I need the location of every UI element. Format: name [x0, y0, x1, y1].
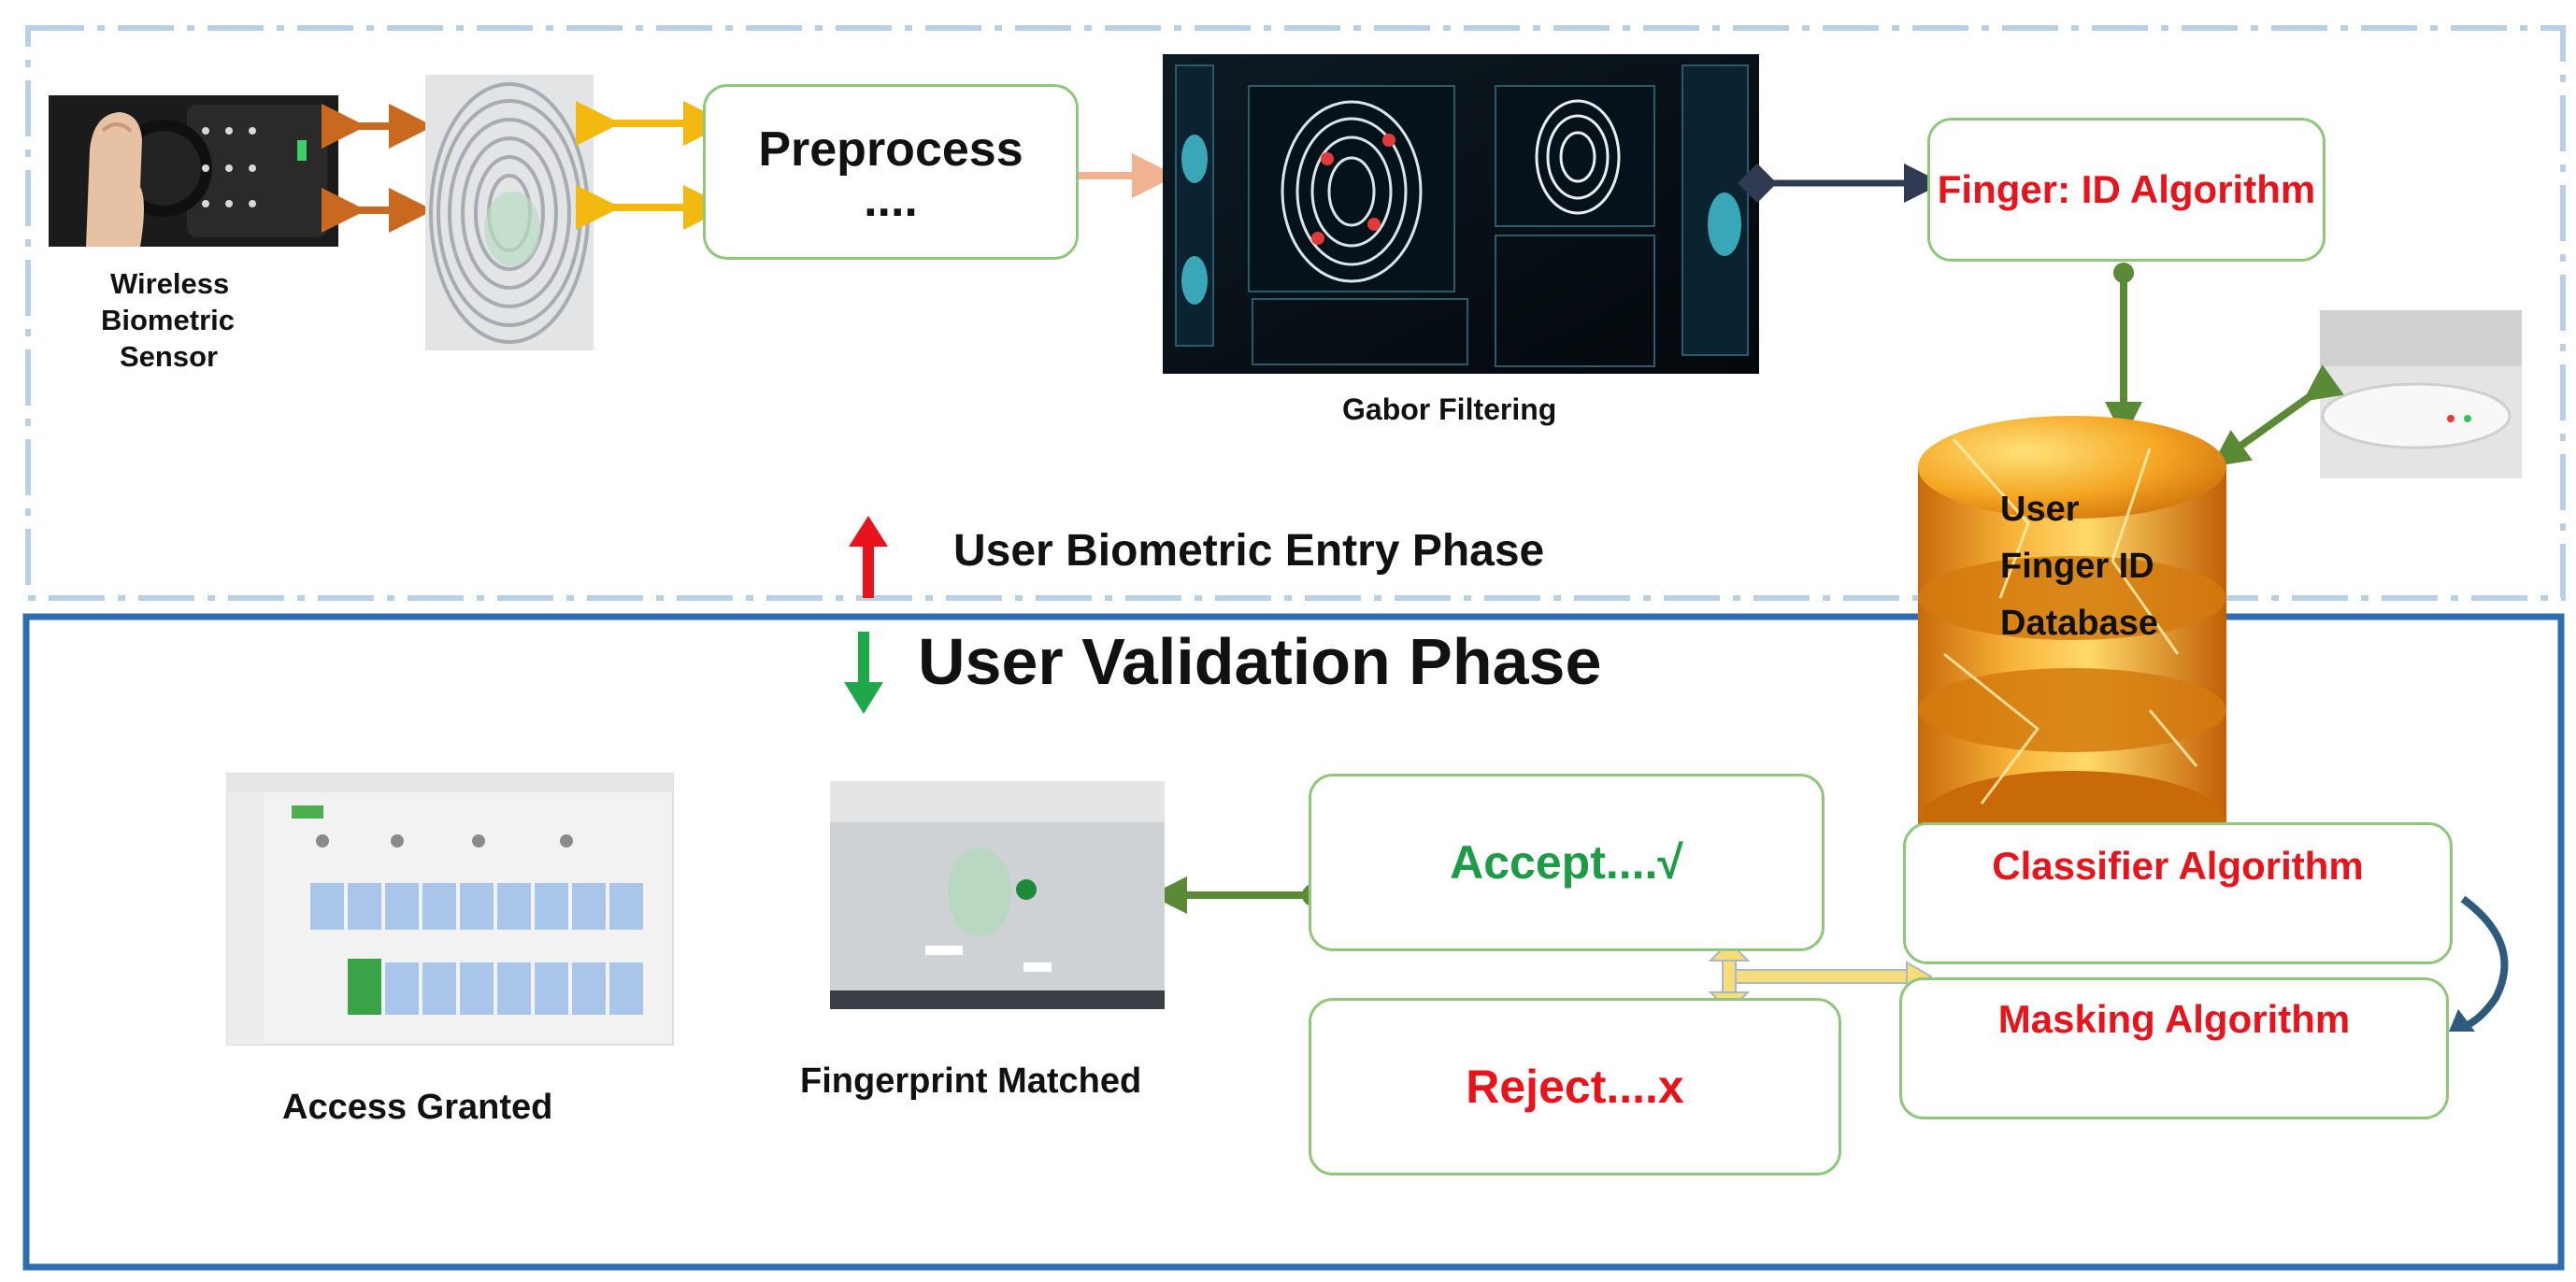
- db-label-line2: Finger ID: [2000, 547, 2154, 586]
- wireless-sensor-image: [49, 95, 338, 247]
- finger-id-algorithm-box: Finger: ID Algorithm: [1927, 118, 2326, 262]
- db-label-line3: Database: [2000, 604, 2158, 643]
- masking-algorithm-box: Masking Algorithm: [1899, 977, 2449, 1119]
- reject-label: Reject....x: [1466, 1061, 1684, 1113]
- classifier-algorithm-label: Classifier Algorithm: [1992, 844, 2364, 888]
- access-granted-image: [226, 773, 674, 1046]
- classifier-algorithm-box: Classifier Algorithm: [1903, 822, 2453, 964]
- preprocess-box: Preprocess ....: [703, 84, 1079, 260]
- entry-phase-border: [25, 25, 2566, 601]
- classifier-masking-curve: [2460, 895, 2509, 1030]
- sensor-label-line3: Sensor: [120, 340, 219, 373]
- down-arrow-icon: [844, 632, 883, 714]
- finger-id-algorithm-label: Finger: ID Algorithm: [1937, 167, 2316, 211]
- gabor-filtering-image: [1163, 54, 1759, 391]
- access-granted-label: Access Granted: [282, 1088, 553, 1127]
- sensor-label-line2: Biometric: [101, 304, 235, 336]
- validation-phase-label: User Validation Phase: [918, 625, 1602, 698]
- db-label-line1: User: [2000, 490, 2080, 529]
- accept-box: Accept....√: [1309, 774, 1825, 951]
- router-db-connector: [2211, 364, 2344, 467]
- fingerprint-matched-label: Fingerprint Matched: [800, 1061, 1142, 1101]
- fingerprint-image: [425, 75, 594, 350]
- entry-phase-label: User Biometric Entry Phase: [953, 526, 1545, 576]
- gabor-label: Gabor Filtering: [1342, 392, 1557, 426]
- database-cylinder: [1918, 416, 2226, 874]
- sensor-label-line1: Wireless: [110, 267, 230, 300]
- up-arrow-icon: [849, 516, 888, 598]
- finger-id-connector-dot: [2113, 263, 2134, 283]
- reject-box: Reject....x: [1309, 998, 1841, 1175]
- masking-algorithm-label: Masking Algorithm: [1997, 997, 2351, 1041]
- preprocess-dots: ....: [864, 173, 918, 227]
- validation-phase-border: [22, 613, 2565, 1271]
- router-image: [2320, 310, 2522, 478]
- preprocess-title: Preprocess: [758, 122, 1023, 177]
- fingerprint-matched-image: [830, 781, 1165, 1009]
- accept-label: Accept....√: [1450, 836, 1683, 889]
